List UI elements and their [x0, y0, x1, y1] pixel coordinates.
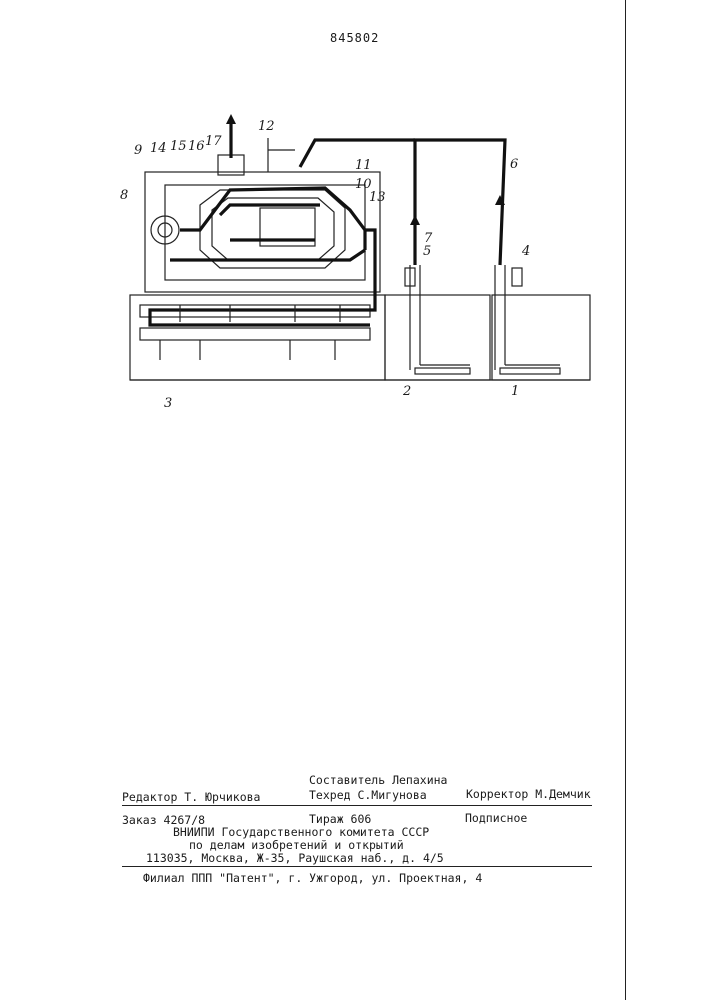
label-15: 15: [170, 139, 187, 154]
editor-line: Редактор Т. Юрчикова: [122, 790, 260, 804]
label-3: 3: [164, 396, 172, 411]
address-line: 113035, Москва, Ж-35, Раушская наб., д. …: [146, 851, 444, 865]
label-5: 5: [423, 244, 431, 259]
patent-number: 845802: [330, 31, 379, 45]
page-edge-line: [625, 0, 626, 1000]
label-4: 4: [522, 244, 530, 259]
label-11: 11: [355, 158, 372, 173]
label-16: 16: [188, 139, 205, 154]
compiler-line: Составитель Лепахина: [309, 773, 447, 787]
label-6: 6: [510, 157, 518, 172]
label-9: 9: [134, 143, 142, 158]
subscription-line: Подписное: [465, 811, 527, 825]
circulation-line: Тираж 606: [309, 812, 371, 826]
corrector-line: Корректор М.Демчик: [466, 787, 591, 801]
label-14: 14: [150, 141, 167, 156]
footer-divider-2: [122, 866, 592, 867]
committee-line: по делам изобретений и открытий: [189, 838, 404, 852]
branch-line: Филиал ППП "Патент", г. Ужгород, ул. Про…: [143, 871, 482, 885]
label-17: 17: [205, 134, 222, 149]
techeditor-line: Техред С.Мигунова: [309, 788, 427, 802]
label-13: 13: [369, 190, 386, 205]
label-1: 1: [511, 384, 519, 399]
label-2: 2: [403, 384, 411, 399]
label-12: 12: [258, 119, 275, 134]
vniipi-line: ВНИИПИ Государственного комитета СССР: [173, 825, 429, 839]
technical-drawing: [120, 110, 600, 410]
footer-divider-1: [122, 805, 592, 806]
label-8: 8: [120, 188, 128, 203]
